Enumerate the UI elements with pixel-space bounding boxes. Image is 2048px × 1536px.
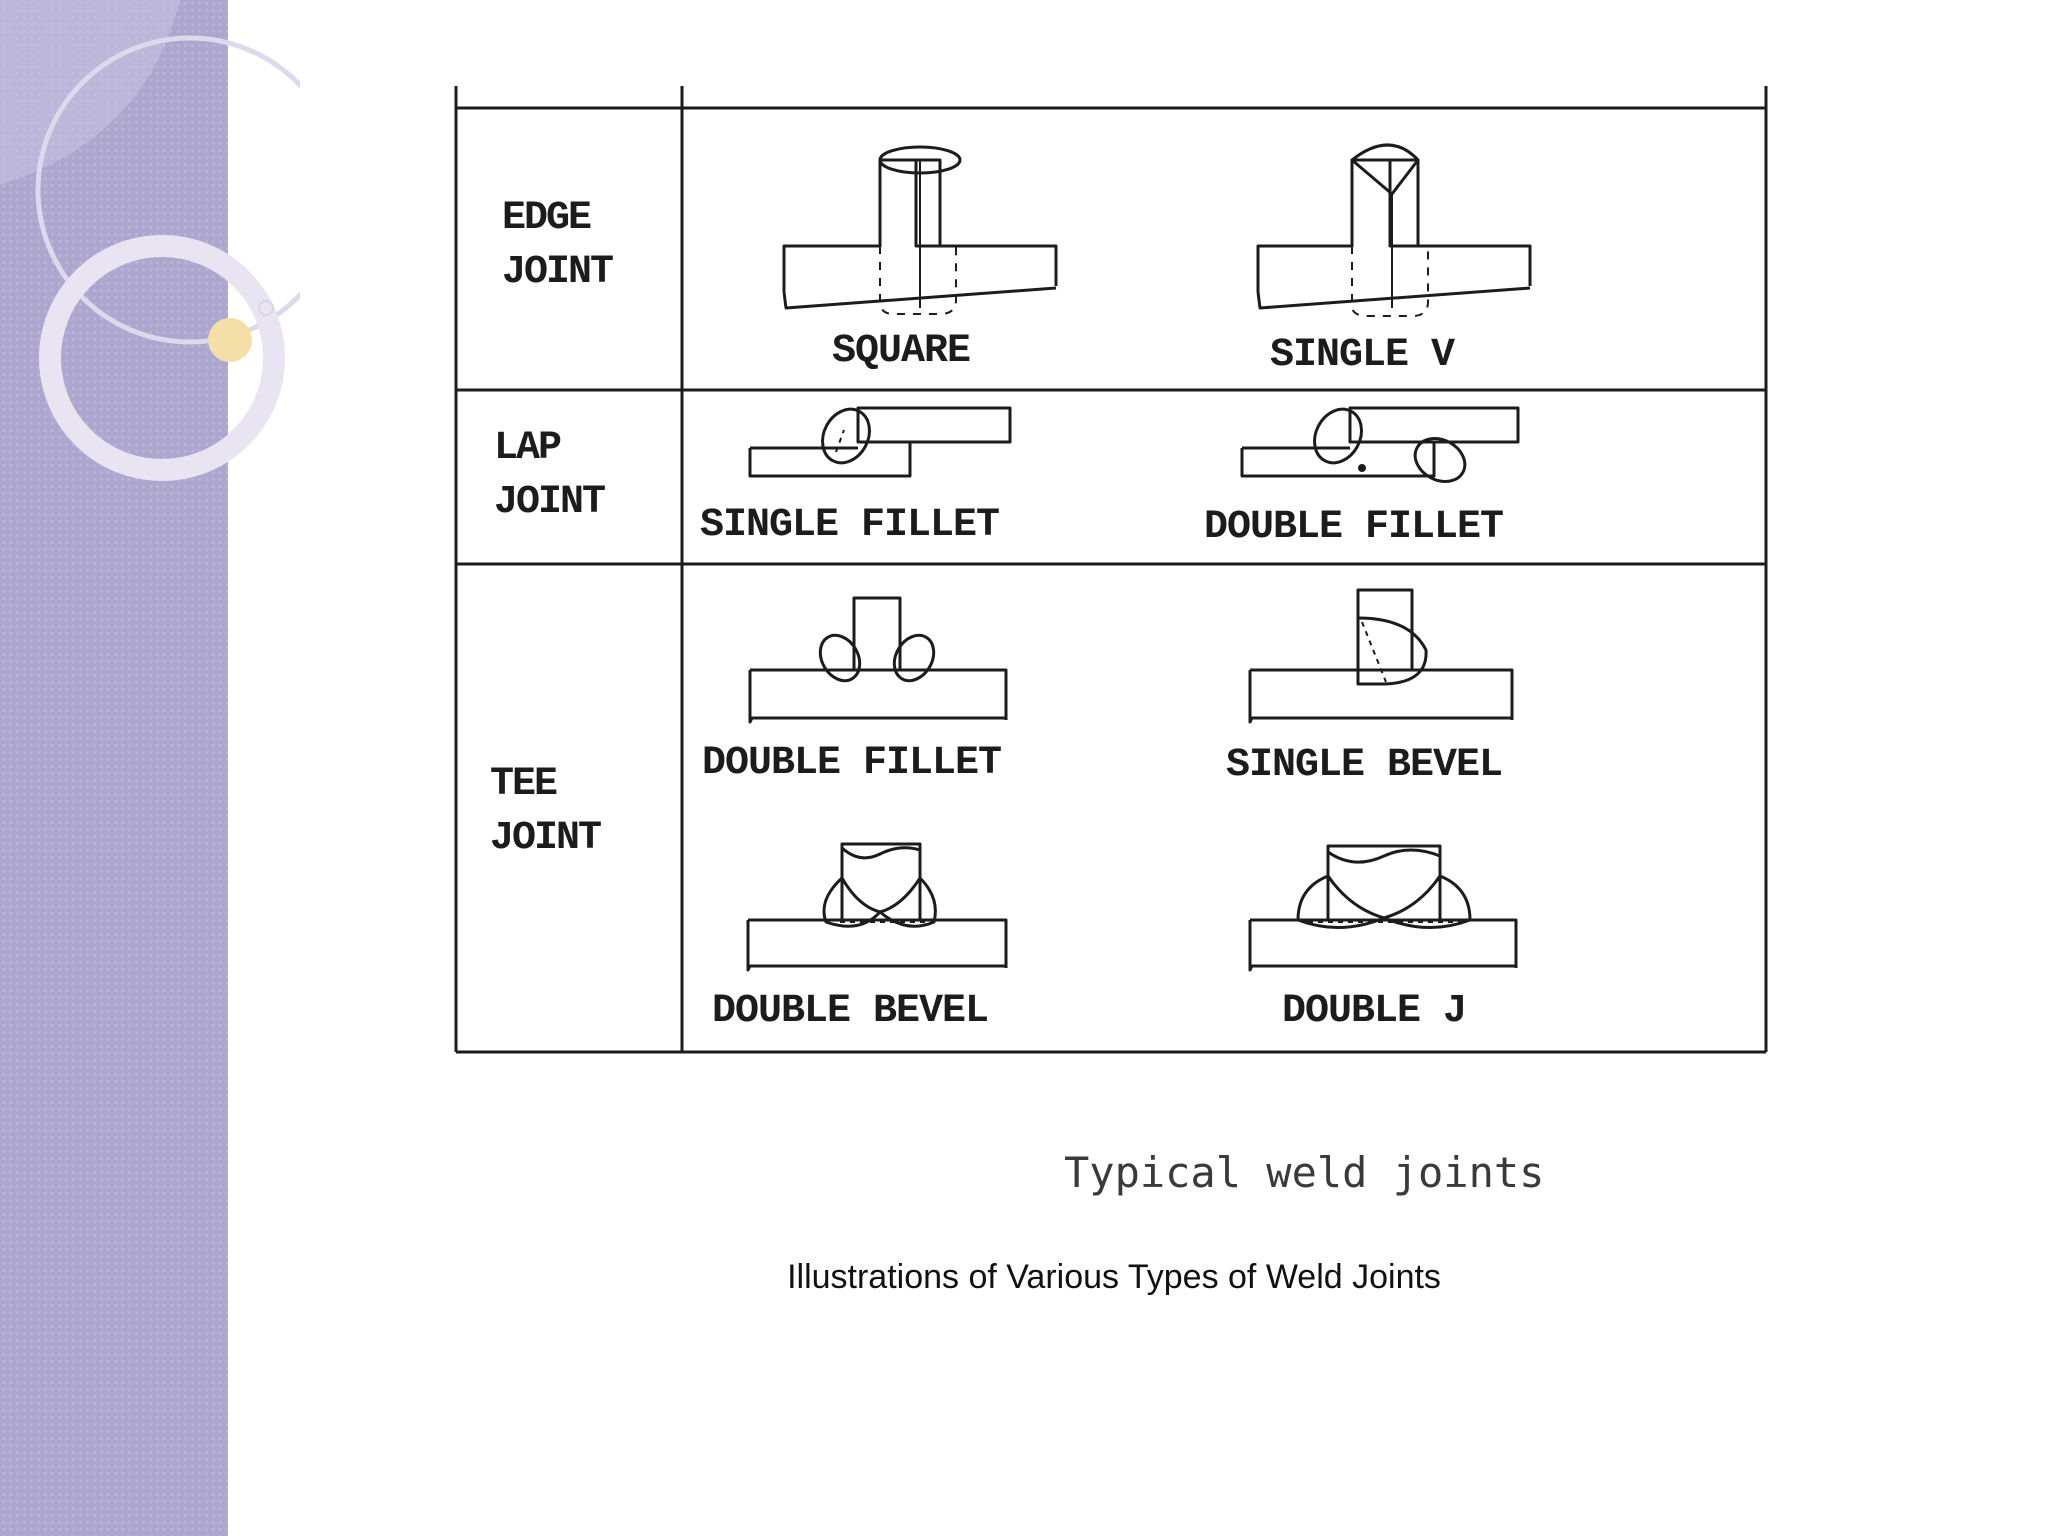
label-double-j: DOUBLE J xyxy=(1282,989,1467,1034)
single-v-edge-joint-drawing xyxy=(1256,143,1532,317)
row-label-tee-joint: TEE JOINT xyxy=(490,758,602,866)
row-label-line: EDGE xyxy=(502,196,592,241)
label-single-v: SINGLE V xyxy=(1270,333,1455,378)
row-label-edge-joint: EDGE JOINT xyxy=(502,192,614,300)
table-vertical-lines xyxy=(454,86,1768,1052)
label-single-bevel: SINGLE BEVEL xyxy=(1226,743,1503,788)
label-double-fillet-tee: DOUBLE FILLET xyxy=(702,741,1002,786)
double-bevel-tee-joint-drawing xyxy=(746,842,1008,972)
label-square: SQUARE xyxy=(832,329,971,374)
double-fillet-lap-joint-drawing xyxy=(1240,406,1520,483)
single-bevel-tee-joint-drawing xyxy=(1248,588,1514,724)
table-horizontal-lines xyxy=(456,106,1766,1054)
double-j-tee-joint-drawing xyxy=(1248,844,1518,972)
row-label-lap-joint: LAP JOINT xyxy=(494,422,606,530)
weld-joint-table xyxy=(454,86,1768,1054)
double-fillet-tee-joint-drawing xyxy=(748,596,1008,724)
weld-joint-figure: EDGE JOINT LAP JOINT TEE JOINT SQUARE SI… xyxy=(440,70,1790,1070)
single-fillet-lap-joint-drawing xyxy=(748,406,1012,478)
row-label-line: JOINT xyxy=(494,480,606,525)
row-label-line: JOINT xyxy=(490,816,602,861)
label-double-bevel: DOUBLE BEVEL xyxy=(712,989,989,1034)
gold-dot-icon xyxy=(208,318,252,362)
label-single-fillet: SINGLE FILLET xyxy=(700,503,1000,548)
label-double-fillet-lap: DOUBLE FILLET xyxy=(1204,505,1504,550)
slide-caption-text: Illustrations of Various Types of Weld J… xyxy=(787,1258,1441,1296)
figure-caption: Typical weld joints xyxy=(1064,1148,1545,1197)
row-label-line: JOINT xyxy=(502,250,614,295)
decorative-rings xyxy=(0,0,300,481)
row-label-line: LAP xyxy=(494,426,562,471)
slide-caption: Illustrations of Various Types of Weld J… xyxy=(0,1258,2048,1297)
square-edge-joint-drawing xyxy=(782,145,1058,315)
row-label-line: TEE xyxy=(490,762,558,807)
